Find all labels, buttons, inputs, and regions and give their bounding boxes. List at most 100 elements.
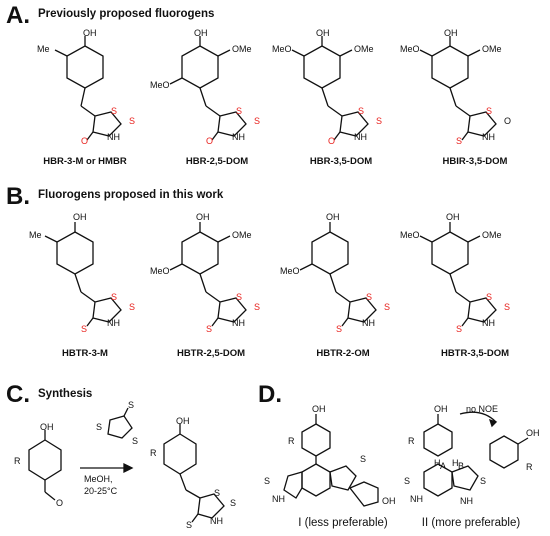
panel-d-letter: D.: [258, 381, 282, 408]
atom-nh: NH: [410, 494, 423, 504]
atom-oh2: OH: [382, 496, 396, 506]
compound-name-b1: HBTR-3-M: [62, 348, 108, 359]
atom-s2: S: [360, 454, 366, 464]
atom-nh: NH: [354, 132, 367, 142]
panel-c-title: Synthesis: [38, 388, 93, 400]
atom-r: R: [288, 436, 295, 446]
atom-nh: NH: [482, 132, 495, 142]
structure-a3: OH OMe MeO S NH O S: [272, 28, 382, 146]
atom-r2: R: [526, 462, 533, 472]
panel-b-title: Fluorogens proposed in this work: [38, 189, 224, 201]
atom-oh: OH: [312, 404, 326, 414]
atom-s-exo: S: [456, 136, 462, 146]
atom-me: Me: [29, 230, 42, 240]
compound-name-a1: HBR-3-M or HMBR: [43, 156, 127, 167]
atom-o: O: [81, 136, 88, 146]
atom-ha: H: [434, 458, 441, 468]
synthesis-scheme: OH R O S S S MeOH, 20-25°C OH R S NH S S: [14, 400, 236, 530]
atom-nh: NH: [232, 318, 245, 328]
atom-o: O: [56, 498, 63, 508]
structure-a2: OH OMe MeO S NH O S: [150, 28, 260, 146]
isomer-i-label: I (less preferable): [298, 517, 388, 529]
compound-name-b3: HBTR-2-OM: [316, 348, 370, 359]
atom-s: S: [486, 106, 492, 116]
atom-ome: OMe: [232, 230, 252, 240]
atom-meo: MeO: [150, 80, 170, 90]
atom-s: S: [404, 476, 410, 486]
atom-ome: OMe: [354, 44, 374, 54]
structure-a1: OH Me S NH O S: [37, 28, 135, 146]
noe-label: no NOE: [466, 404, 498, 414]
atom-s-exo: S: [81, 324, 87, 334]
atom-nh: NH: [107, 318, 120, 328]
product-s2: S: [230, 498, 236, 508]
atom-s2: S: [384, 302, 390, 312]
atom-nh: NH: [107, 132, 120, 142]
atom-s: S: [236, 106, 242, 116]
structure-a4: OH OMe MeO S NH S O: [400, 28, 511, 146]
atom-ome: OMe: [482, 44, 502, 54]
atom-hb: H: [452, 458, 459, 468]
atom-hb-sub: B: [458, 461, 464, 471]
compound-name-b4: HBTR-3,5-DOM: [440, 348, 510, 359]
atom-s: S: [111, 106, 117, 116]
atom-oh: OH: [316, 28, 330, 38]
atom-meo: MeO: [272, 44, 292, 54]
isomer-ii-structure: OH no NOE R OH R H A H B S NH S NH: [404, 404, 540, 506]
reagent-s-exo: S: [128, 400, 134, 410]
atom-s: S: [264, 476, 270, 486]
isomer-ii-label: II (more preferable): [421, 517, 521, 529]
atom-s2: S: [376, 116, 382, 126]
conditions-line2: 20-25°C: [84, 486, 118, 496]
compound-name-b2: HBTR-2,5-DOM: [176, 348, 246, 359]
atom-s2: S: [254, 302, 260, 312]
atom-nh: NH: [362, 318, 375, 328]
compound-name-a3: HBR-3,5-DOM: [309, 156, 373, 167]
conditions-line1: MeOH,: [84, 474, 113, 484]
atom-nh: NH: [482, 318, 495, 328]
atom-s: S: [366, 292, 372, 302]
atom-oh: OH: [326, 212, 340, 222]
atom-meo: MeO: [280, 266, 300, 276]
atom-r: R: [14, 456, 21, 466]
panel-b-letter: B.: [6, 183, 30, 210]
atom-oh2: OH: [526, 428, 540, 438]
structure-b1: OH Me S NH S S: [29, 212, 135, 334]
atom-o: O: [504, 116, 511, 126]
panel-a-letter: A.: [6, 2, 30, 29]
atom-ome: OMe: [232, 44, 252, 54]
atom-oh: OH: [444, 28, 458, 38]
atom-s: S: [486, 292, 492, 302]
product-oh: OH: [176, 416, 190, 426]
reagent-s: S: [96, 422, 102, 432]
product-nh: NH: [210, 516, 223, 526]
atom-oh: OH: [83, 28, 97, 38]
atom-s: S: [358, 106, 364, 116]
atom-s2: S: [129, 116, 135, 126]
structure-b4: OH OMe MeO S NH S S: [400, 212, 510, 334]
atom-s2: S: [480, 476, 486, 486]
atom-s2: S: [254, 116, 260, 126]
atom-s-exo: S: [206, 324, 212, 334]
atom-s: S: [111, 292, 117, 302]
reagent-s2: S: [132, 436, 138, 446]
atom-me: Me: [37, 44, 50, 54]
panel-c-letter: C.: [6, 381, 30, 408]
atom-nh: NH: [272, 494, 285, 504]
atom-ome: OMe: [482, 230, 502, 240]
atom-oh: OH: [446, 212, 460, 222]
atom-o: O: [206, 136, 213, 146]
atom-o: O: [328, 136, 335, 146]
atom-meo: MeO: [400, 230, 420, 240]
atom-s2: S: [129, 302, 135, 312]
isomer-i-structure: OH R S NH S OH: [264, 404, 396, 507]
atom-oh: OH: [194, 28, 208, 38]
atom-s2: S: [504, 302, 510, 312]
compound-name-a2: HBR-2,5-DOM: [185, 156, 249, 167]
atom-s-exo: S: [336, 324, 342, 334]
structure-b3: OH MeO S NH S S: [280, 212, 390, 334]
structure-b2: OH OMe MeO S NH S S: [150, 212, 260, 334]
atom-r: R: [408, 436, 415, 446]
atom-meo: MeO: [400, 44, 420, 54]
atom-oh: OH: [196, 212, 210, 222]
